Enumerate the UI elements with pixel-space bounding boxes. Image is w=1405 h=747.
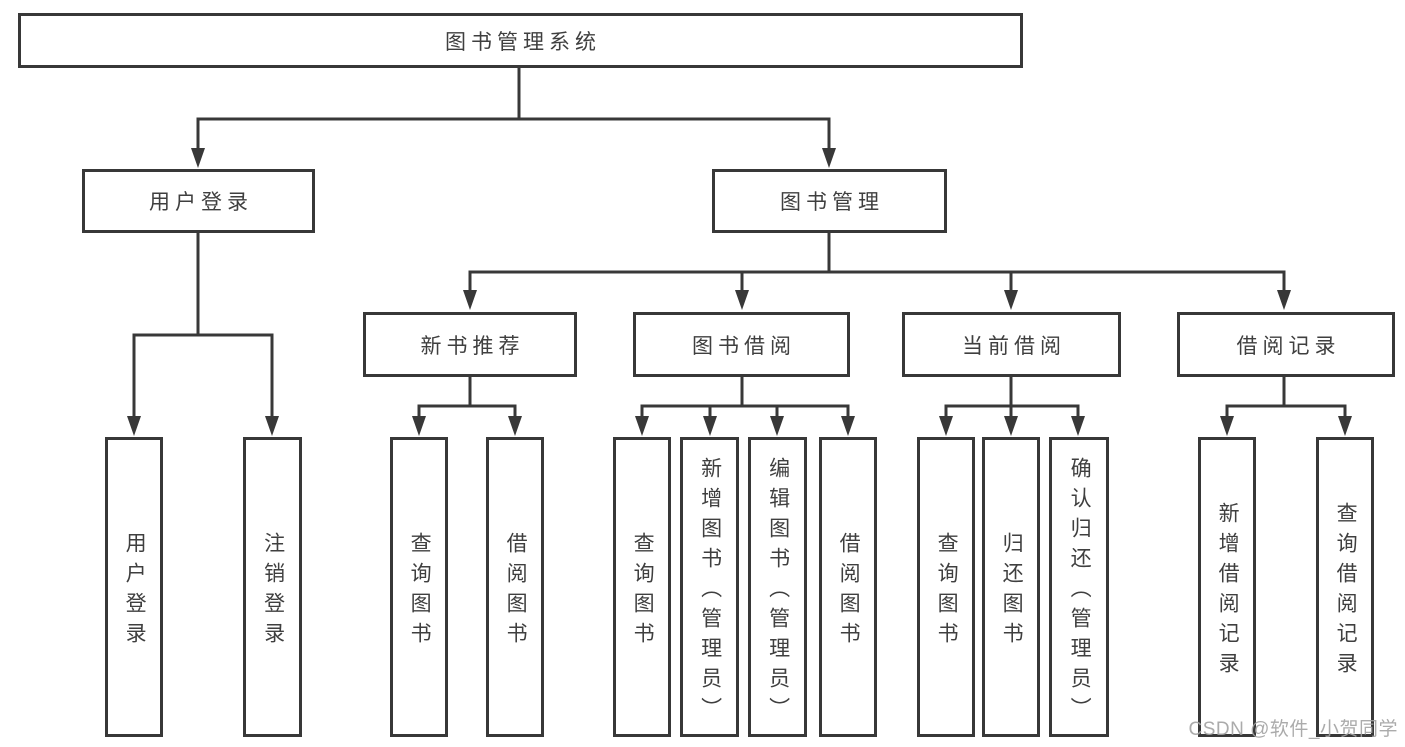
- node-book-management-label: 图书管理: [780, 191, 884, 214]
- leaf-query-books-current: 查询图书: [917, 437, 975, 737]
- node-user-login: 用户登录: [82, 169, 315, 233]
- leaf-return-books: 归还图书: [982, 437, 1040, 737]
- leaf-borrow-books-recommend: 借阅图书: [486, 437, 544, 737]
- leaf-add-books-admin-label: 新增图书（管理员）: [698, 456, 722, 727]
- connector-root: [191, 68, 836, 168]
- leaf-logout-label: 注销登录: [261, 531, 285, 652]
- node-current-borrow-label: 当前借阅: [962, 334, 1066, 358]
- connector-current-borrow: [939, 377, 1085, 436]
- leaf-borrow-books-label: 借阅图书: [837, 531, 861, 652]
- node-book-borrow: 图书借阅: [633, 312, 850, 377]
- connector-borrow-records: [1220, 377, 1352, 436]
- node-book-management: 图书管理: [712, 169, 947, 233]
- leaf-user-login: 用户登录: [105, 437, 163, 737]
- leaf-edit-books-admin-label: 编辑图书（管理员）: [766, 456, 790, 727]
- leaf-query-borrow-record: 查询借阅记录: [1316, 437, 1374, 737]
- leaf-query-books-recommend-label: 查询图书: [408, 531, 432, 652]
- node-borrow-records-label: 借阅记录: [1236, 334, 1341, 358]
- node-user-login-label: 用户登录: [149, 191, 253, 214]
- leaf-add-books-admin: 新增图书（管理员）: [680, 437, 739, 737]
- node-borrow-records: 借阅记录: [1177, 312, 1395, 377]
- connector-new-book: [412, 377, 522, 436]
- leaf-query-books-borrow-label: 查询图书: [631, 531, 655, 652]
- node-new-book-recommend: 新书推荐: [363, 312, 577, 377]
- leaf-return-books-label: 归还图书: [1000, 531, 1024, 652]
- leaf-query-books-borrow: 查询图书: [613, 437, 671, 737]
- leaf-borrow-books-recommend-label: 借阅图书: [504, 531, 528, 652]
- leaf-query-borrow-record-label: 查询借阅记录: [1334, 501, 1358, 682]
- leaf-user-login-label: 用户登录: [123, 531, 147, 652]
- node-root-label: 图书管理系统: [445, 30, 601, 54]
- leaf-edit-books-admin: 编辑图书（管理员）: [748, 437, 807, 737]
- node-current-borrow: 当前借阅: [902, 312, 1121, 377]
- connector-book-borrow: [635, 377, 855, 436]
- node-new-book-recommend-label: 新书推荐: [420, 334, 525, 358]
- leaf-confirm-return-admin-label: 确认归还（管理员）: [1068, 456, 1092, 727]
- leaf-query-books-current-label: 查询图书: [935, 531, 959, 652]
- node-book-borrow-label: 图书借阅: [692, 334, 796, 358]
- leaf-borrow-books: 借阅图书: [819, 437, 877, 737]
- connector-user-login: [127, 233, 279, 436]
- leaf-add-borrow-record: 新增借阅记录: [1198, 437, 1256, 737]
- connector-book-management: [463, 232, 1291, 310]
- leaf-query-books-recommend: 查询图书: [390, 437, 448, 737]
- leaf-logout: 注销登录: [243, 437, 302, 737]
- csdn-watermark: CSDN @软件_小贺同学: [1188, 719, 1398, 740]
- node-root: 图书管理系统: [18, 13, 1023, 68]
- leaf-confirm-return-admin: 确认归还（管理员）: [1049, 437, 1109, 737]
- leaf-add-borrow-record-label: 新增借阅记录: [1216, 501, 1240, 682]
